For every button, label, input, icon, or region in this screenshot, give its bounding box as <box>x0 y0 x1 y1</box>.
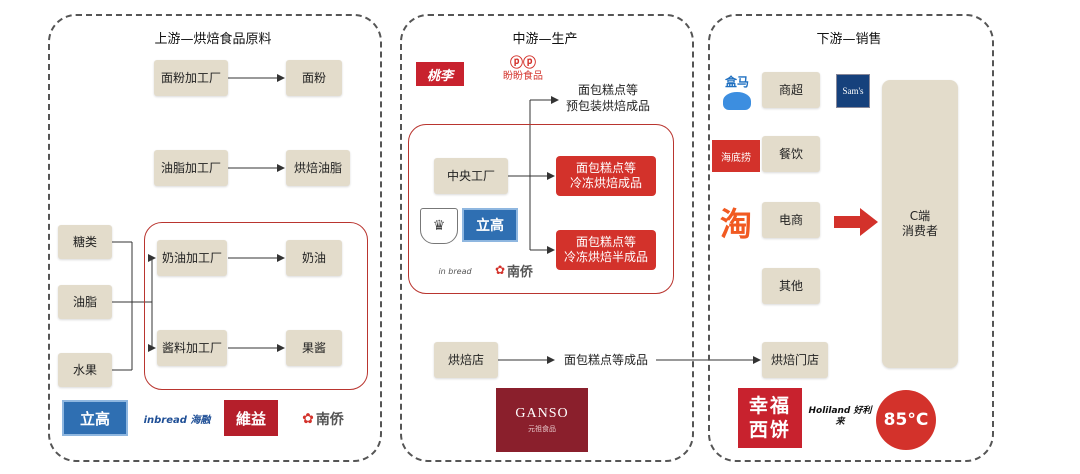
nanqiao-mid-mark-icon: ✿ <box>494 263 506 277</box>
channel-supermarket: 商超 <box>762 72 820 108</box>
logo-shield-crest-icon: ♛ <box>420 208 458 244</box>
channel-catering: 餐饮 <box>762 136 820 172</box>
panpan-mark-icon: ⓟⓟ <box>509 56 536 71</box>
product-cream: 奶油 <box>286 240 342 276</box>
product-fat: 烘焙油脂 <box>286 150 350 186</box>
logo-ligao-mid: 立高 <box>462 208 518 242</box>
output-bakery-finished: 面包糕点等成品 <box>563 353 648 367</box>
hema-mascot-icon <box>723 91 751 110</box>
logo-inbread: inbread 海融 <box>143 414 211 426</box>
upstream-title: 上游—烘焙食品原料 <box>154 32 272 47</box>
upstream-panel <box>48 14 382 462</box>
logo-ligao-up: 立高 <box>62 400 128 436</box>
bakery-store: 烘焙门店 <box>762 342 828 378</box>
logo-holiland: Holiland 好利来 <box>808 406 872 427</box>
factory-sauce: 酱料加工厂 <box>157 330 227 366</box>
logo-panpan: ⓟⓟ 盼盼食品 <box>503 56 543 83</box>
logo-taoli: 桃李 <box>416 62 464 86</box>
logo-hema: 盒马 <box>714 70 760 114</box>
logo-nanqiao-mid: ✿ 南侨 <box>494 263 534 280</box>
input-sugar: 糖类 <box>58 225 112 259</box>
input-oil: 油脂 <box>58 285 112 319</box>
nanqiao-mark-icon: ✿ <box>302 411 314 427</box>
logo-sams: Sam's <box>836 74 870 108</box>
channel-ecommerce: 电商 <box>762 202 820 238</box>
factory-fat: 油脂加工厂 <box>154 150 228 186</box>
output-frozen-semi: 面包糕点等 冷冻烘焙半成品 <box>556 230 656 270</box>
consumer-arrow-icon <box>834 208 878 236</box>
output-frozen-finished: 面包糕点等 冷冻烘焙成品 <box>556 156 656 196</box>
channel-other: 其他 <box>762 268 820 304</box>
bakery-shop: 烘焙店 <box>434 342 498 378</box>
midstream-central-group <box>408 124 674 294</box>
factory-cream: 奶油加工厂 <box>157 240 227 276</box>
logo-nanqiao-up: ✿ 南侨 <box>302 411 344 428</box>
output-packaged: 面包糕点等 预包装烘焙成品 <box>565 83 650 113</box>
upstream-dairy-group <box>144 222 368 390</box>
factory-flour: 面粉加工厂 <box>154 60 228 96</box>
consumer-box: C端 消费者 <box>882 80 958 368</box>
logo-taobao: 淘 <box>719 205 752 243</box>
product-flour: 面粉 <box>286 60 342 96</box>
input-fruit: 水果 <box>58 353 112 387</box>
central-factory: 中央工厂 <box>434 158 508 194</box>
midstream-title: 中游—生产 <box>512 32 578 47</box>
logo-85c: 85°C <box>876 390 936 450</box>
product-jam: 果酱 <box>286 330 342 366</box>
logo-weiyi: 維益 <box>224 400 278 436</box>
downstream-title: 下游—销售 <box>816 32 882 47</box>
logo-inbread-mid-icon: in bread <box>438 266 472 276</box>
logo-ganso: GANSO 元祖食品 <box>496 388 588 452</box>
downstream-panel <box>708 14 994 462</box>
logo-haidilao: 海底捞 <box>712 140 760 172</box>
logo-xingfu: 幸福西饼 <box>738 388 802 448</box>
midstream-panel <box>400 14 694 462</box>
